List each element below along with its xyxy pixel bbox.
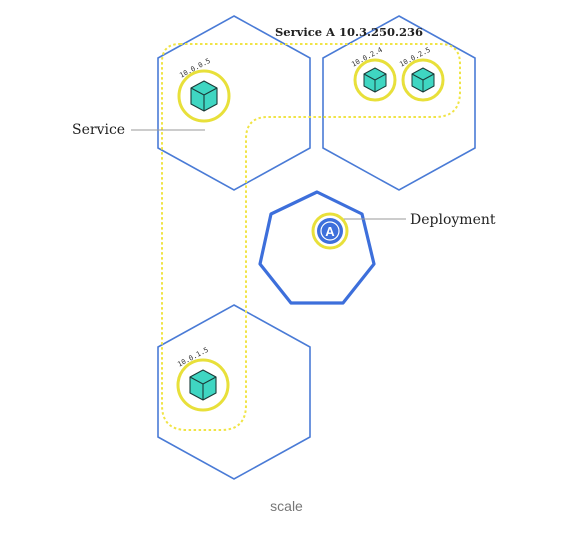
node-top-left <box>157 15 311 191</box>
deployment-label: Deployment <box>410 212 496 228</box>
deployment-badge: A <box>311 212 349 250</box>
service-title: Service A 10.3.250.236 <box>275 25 423 39</box>
pod-10-0-1-5: 10.0.1.5 <box>176 346 230 412</box>
pod-10-0-2-4: 10.0.2.4 <box>350 46 397 102</box>
caption: scale <box>270 498 303 514</box>
node-top-right <box>322 15 476 191</box>
deployment-badge-letter: A <box>325 224 335 239</box>
deployment-shape <box>258 190 376 305</box>
pod-10-0-0-5: 10.0.0.5 <box>177 57 231 123</box>
pod-10-0-2-5: 10.0.2.5 <box>398 46 445 102</box>
node-bottom-left <box>157 304 311 480</box>
service-label: Service <box>72 122 125 138</box>
service-boundary <box>161 43 461 431</box>
